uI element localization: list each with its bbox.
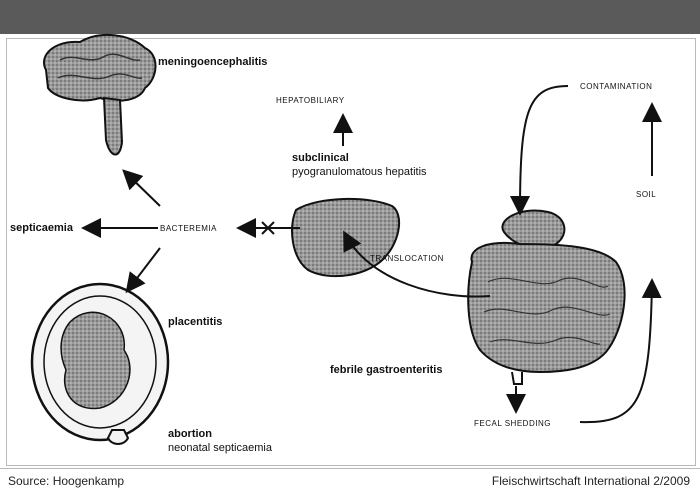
liver-icon xyxy=(292,199,399,276)
label-neonatal-septicaemia: neonatal septicaemia xyxy=(168,442,272,454)
label-abortion: abortion xyxy=(168,428,212,440)
publication-credit: Fleischwirtschaft International 2/2009 xyxy=(492,474,690,488)
source-credit: Source: Hoogenkamp xyxy=(8,474,124,488)
brain-icon xyxy=(44,35,156,155)
intestine-icon xyxy=(468,211,624,384)
label-septicaemia: septicaemia xyxy=(10,222,73,234)
label-meningoencephalitis: meningoencephalitis xyxy=(158,56,267,68)
label-placentitis: placentitis xyxy=(168,316,222,328)
footer-divider xyxy=(0,468,700,469)
label-fecal-shedding: FECAL SHEDDING xyxy=(474,419,551,428)
label-subclinical: subclinical xyxy=(292,152,349,164)
label-soil: SOIL xyxy=(636,190,656,199)
label-excretion-top: HEPATOBILIARY xyxy=(276,96,345,105)
label-translocation: TRANSLOCATION xyxy=(370,254,444,263)
label-contamination: CONTAMINATION xyxy=(580,82,652,91)
label-enteritis: febrile gastroenteritis xyxy=(330,364,442,376)
label-bacteremia: BACTEREMIA xyxy=(160,224,217,233)
label-hepatitis: pyogranulomatous hepatitis xyxy=(292,166,427,178)
uterus-fetus-icon xyxy=(32,284,168,444)
